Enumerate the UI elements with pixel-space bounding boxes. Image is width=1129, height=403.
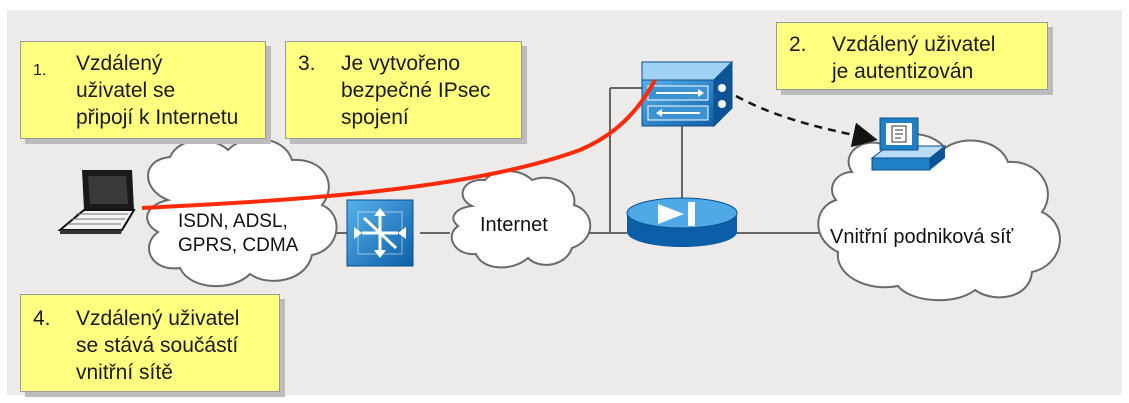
internal-network-cloud <box>817 133 1061 302</box>
note-4-number: 4. <box>33 307 51 330</box>
server-icon <box>870 117 947 171</box>
note-step-1: 1. Vzdálený uživatel se připojí k Intern… <box>20 41 266 139</box>
access-network-cloud <box>146 137 338 287</box>
internal-cloud-label: Vnitřní podniková síť <box>830 226 1014 248</box>
note-4-text: Vzdálený uživatel se stává součástí vnit… <box>76 307 240 384</box>
authentication-arrow <box>735 94 878 148</box>
ipsec-tunnel-line <box>141 79 657 210</box>
vpn-concentrator-icon <box>641 60 734 128</box>
note-step-4: 4. Vzdálený uživatel se stává součástí v… <box>20 294 280 392</box>
laptop-icon <box>57 170 136 234</box>
note-3-number: 3. <box>298 52 316 75</box>
note-2-text: Vzdálený uživatel je autentizován <box>832 33 996 83</box>
note-3-text: Je vytvořeno bezpečné IPsec spojení <box>341 52 491 129</box>
firewall-icon <box>626 197 738 247</box>
access-cloud-label: ISDN, ADSL, GPRS, CDMA <box>178 211 299 256</box>
note-1-number: 1. <box>33 62 47 79</box>
note-2-number: 2. <box>789 33 807 56</box>
note-1-text: Vzdálený uživatel se připojí k Internetu <box>76 52 239 129</box>
internet-cloud-label: Internet <box>480 214 548 236</box>
router-icon <box>346 199 414 267</box>
note-step-3: 3. Je vytvořeno bezpečné IPsec spojení <box>285 41 522 139</box>
note-step-2: 2. Vzdálený uživatel je autentizován <box>776 22 1048 90</box>
